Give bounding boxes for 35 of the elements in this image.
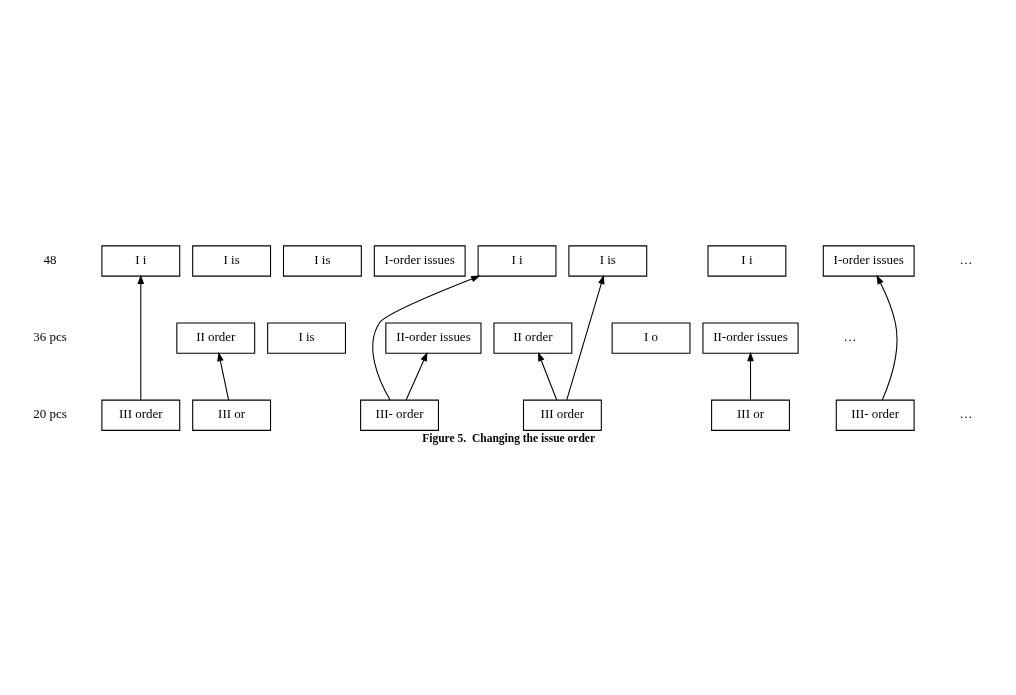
arrow — [566, 274, 605, 401]
label: … — [959, 406, 973, 422]
label: … — [843, 329, 857, 345]
node-box: I i — [101, 245, 181, 277]
node-box: I i — [707, 245, 787, 277]
node-box: I is — [282, 245, 362, 277]
node-box: I is — [267, 322, 347, 354]
node-box: I i — [477, 245, 557, 277]
arrow — [137, 274, 145, 401]
arrow — [876, 274, 898, 401]
arrow — [747, 351, 754, 401]
caption: Figure 5. Changing the issue order — [422, 431, 596, 444]
label: 48 — [43, 252, 57, 268]
arrow — [372, 275, 481, 401]
node-box: II-order issues — [702, 322, 799, 354]
node-box: II order — [176, 322, 256, 354]
node-box: I-order issues — [373, 245, 466, 277]
label: … — [959, 252, 973, 268]
arrow — [537, 351, 558, 401]
node-box: I is — [192, 245, 272, 277]
node-box: III- order — [835, 399, 915, 431]
label: 20 pcs — [33, 406, 67, 422]
node-box: III or — [192, 399, 272, 431]
node-box: I is — [568, 245, 648, 277]
node-box: I-order issues — [822, 245, 915, 277]
node-box: I o — [611, 322, 691, 354]
label: 36 pcs — [33, 329, 67, 345]
arrow — [217, 351, 230, 401]
node-box: III or — [711, 399, 790, 431]
node-box: II order — [493, 322, 573, 354]
node-box: III order — [101, 399, 181, 431]
arrow — [405, 351, 428, 401]
node-box: III order — [522, 399, 602, 431]
node-box: II-order issues — [385, 322, 482, 354]
node-box: III- order — [360, 399, 439, 431]
